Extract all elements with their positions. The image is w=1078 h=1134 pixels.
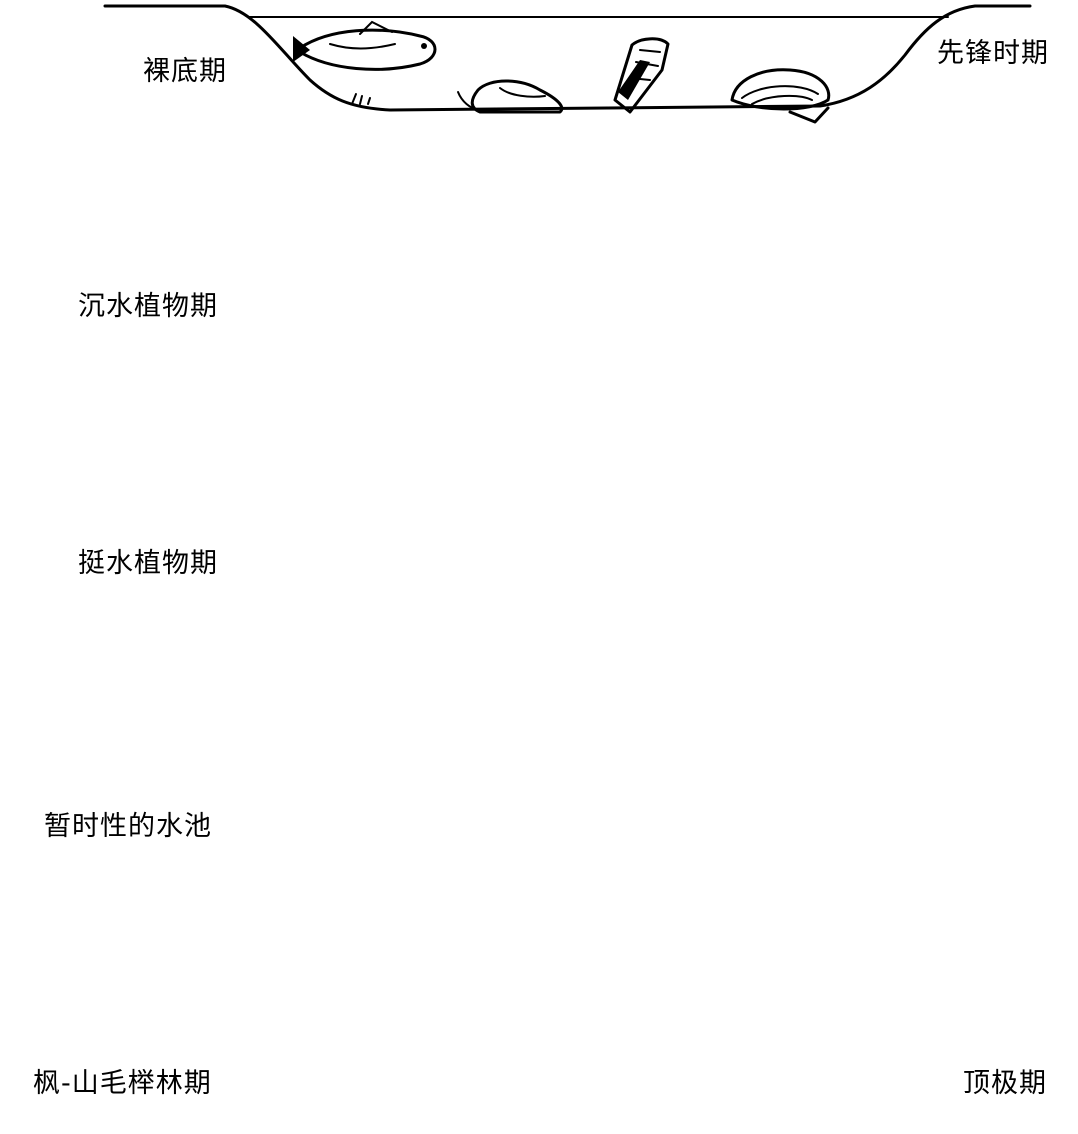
stage-5-label: 枫-山毛榉林期 (33, 1068, 212, 1099)
stage-4-label: 暂时性的水池 (44, 811, 212, 842)
stage-1-panel (103, 4, 1032, 124)
grass-tuft (351, 93, 371, 105)
caddisfly-case-icon (613, 37, 670, 114)
stage-5-side-label: 顶极期 (963, 1068, 1047, 1099)
clam-icon (730, 68, 831, 124)
pond-basin-profile (103, 4, 1032, 112)
snail-icon (457, 79, 564, 114)
stage-1-side-label: 先锋时期 (937, 38, 1049, 69)
stage-2-label: 沉水植物期 (78, 291, 218, 322)
stage-1-label: 裸底期 (143, 56, 227, 87)
stage-3-label: 挺水植物期 (78, 548, 218, 579)
fish-icon (293, 20, 437, 71)
